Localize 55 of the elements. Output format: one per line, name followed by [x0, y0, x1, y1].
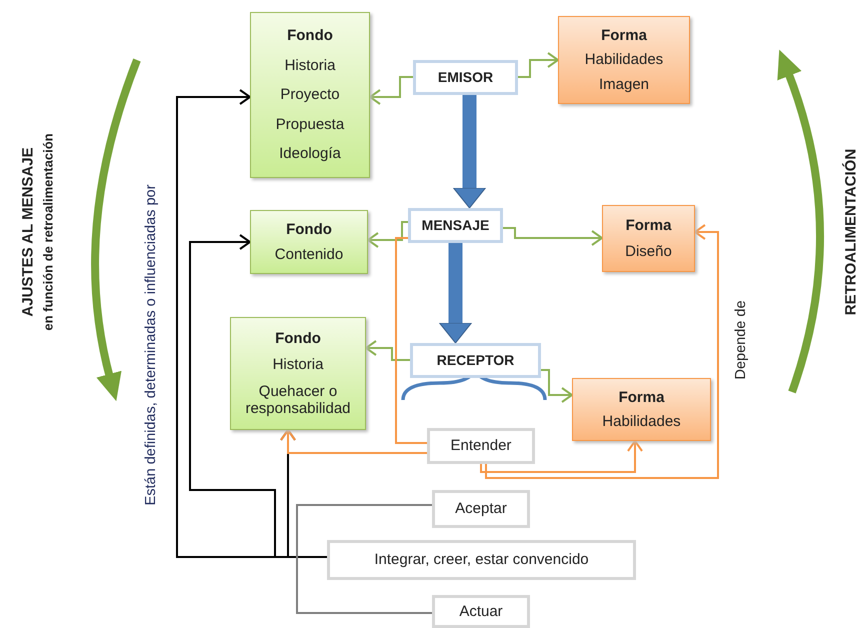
arrow — [369, 76, 413, 105]
box-text: Historia — [272, 356, 324, 374]
box-text: Actuar — [459, 602, 503, 620]
side-label: Están definidas, determinadas o influenciadas por — [143, 184, 159, 506]
box-text: Aceptar — [455, 500, 507, 518]
box-text: Imagen — [598, 76, 650, 94]
box-text: Habilidades — [602, 413, 681, 430]
step-box — [427, 428, 535, 464]
arrow — [480, 440, 643, 473]
box-text: Contenido — [274, 246, 344, 264]
concept-box — [250, 12, 370, 178]
connector-line — [395, 237, 427, 444]
side-label: en función de retroalimentación — [40, 133, 56, 331]
concept-box — [250, 210, 368, 274]
box-heading: Forma — [601, 26, 647, 44]
arrow — [503, 227, 603, 246]
concept-box — [230, 317, 366, 430]
side-label: RETROALIMENTACIÓN — [842, 148, 860, 316]
box-text: Habilidades — [584, 51, 664, 69]
side-label: Depende de — [733, 300, 749, 380]
arrow — [280, 429, 427, 454]
arrow — [365, 340, 410, 361]
box-heading: Forma — [618, 388, 664, 406]
box-text: EMISOR — [438, 69, 494, 86]
box-text: Diseño — [625, 242, 672, 260]
connector-line — [296, 504, 432, 614]
box-text: Entender — [450, 437, 512, 455]
box-heading: Fondo — [275, 330, 321, 347]
box-text: Proyecto — [280, 86, 340, 104]
box-text: Quehacer o responsabilidad — [244, 383, 352, 418]
box-heading: Fondo — [286, 220, 332, 238]
box-text: Propuesta — [276, 116, 344, 134]
box-text: Integrar, creer, estar convencido — [374, 551, 589, 569]
role-box — [413, 60, 518, 95]
box-text: RECEPTOR — [436, 352, 514, 369]
box-text: Historia — [284, 56, 336, 74]
concept-box — [572, 378, 711, 441]
concept-box — [602, 205, 695, 272]
box-heading: Forma — [626, 216, 672, 234]
arrow — [367, 221, 408, 248]
side-label: AJUSTES AL MENSAJE — [20, 147, 36, 317]
block-arrow — [453, 95, 486, 208]
step-box — [432, 490, 530, 528]
step-box — [327, 540, 636, 580]
arrow — [541, 369, 573, 403]
arrow — [518, 52, 559, 78]
arrow — [485, 224, 719, 479]
block-arrow — [439, 243, 472, 344]
role-box — [408, 208, 503, 243]
box-heading: Fondo — [287, 27, 333, 45]
concept-box — [558, 16, 690, 104]
step-box — [432, 595, 530, 628]
box-text: MENSAJE — [422, 217, 490, 234]
role-box — [410, 343, 541, 378]
box-text: Ideología — [279, 145, 341, 163]
